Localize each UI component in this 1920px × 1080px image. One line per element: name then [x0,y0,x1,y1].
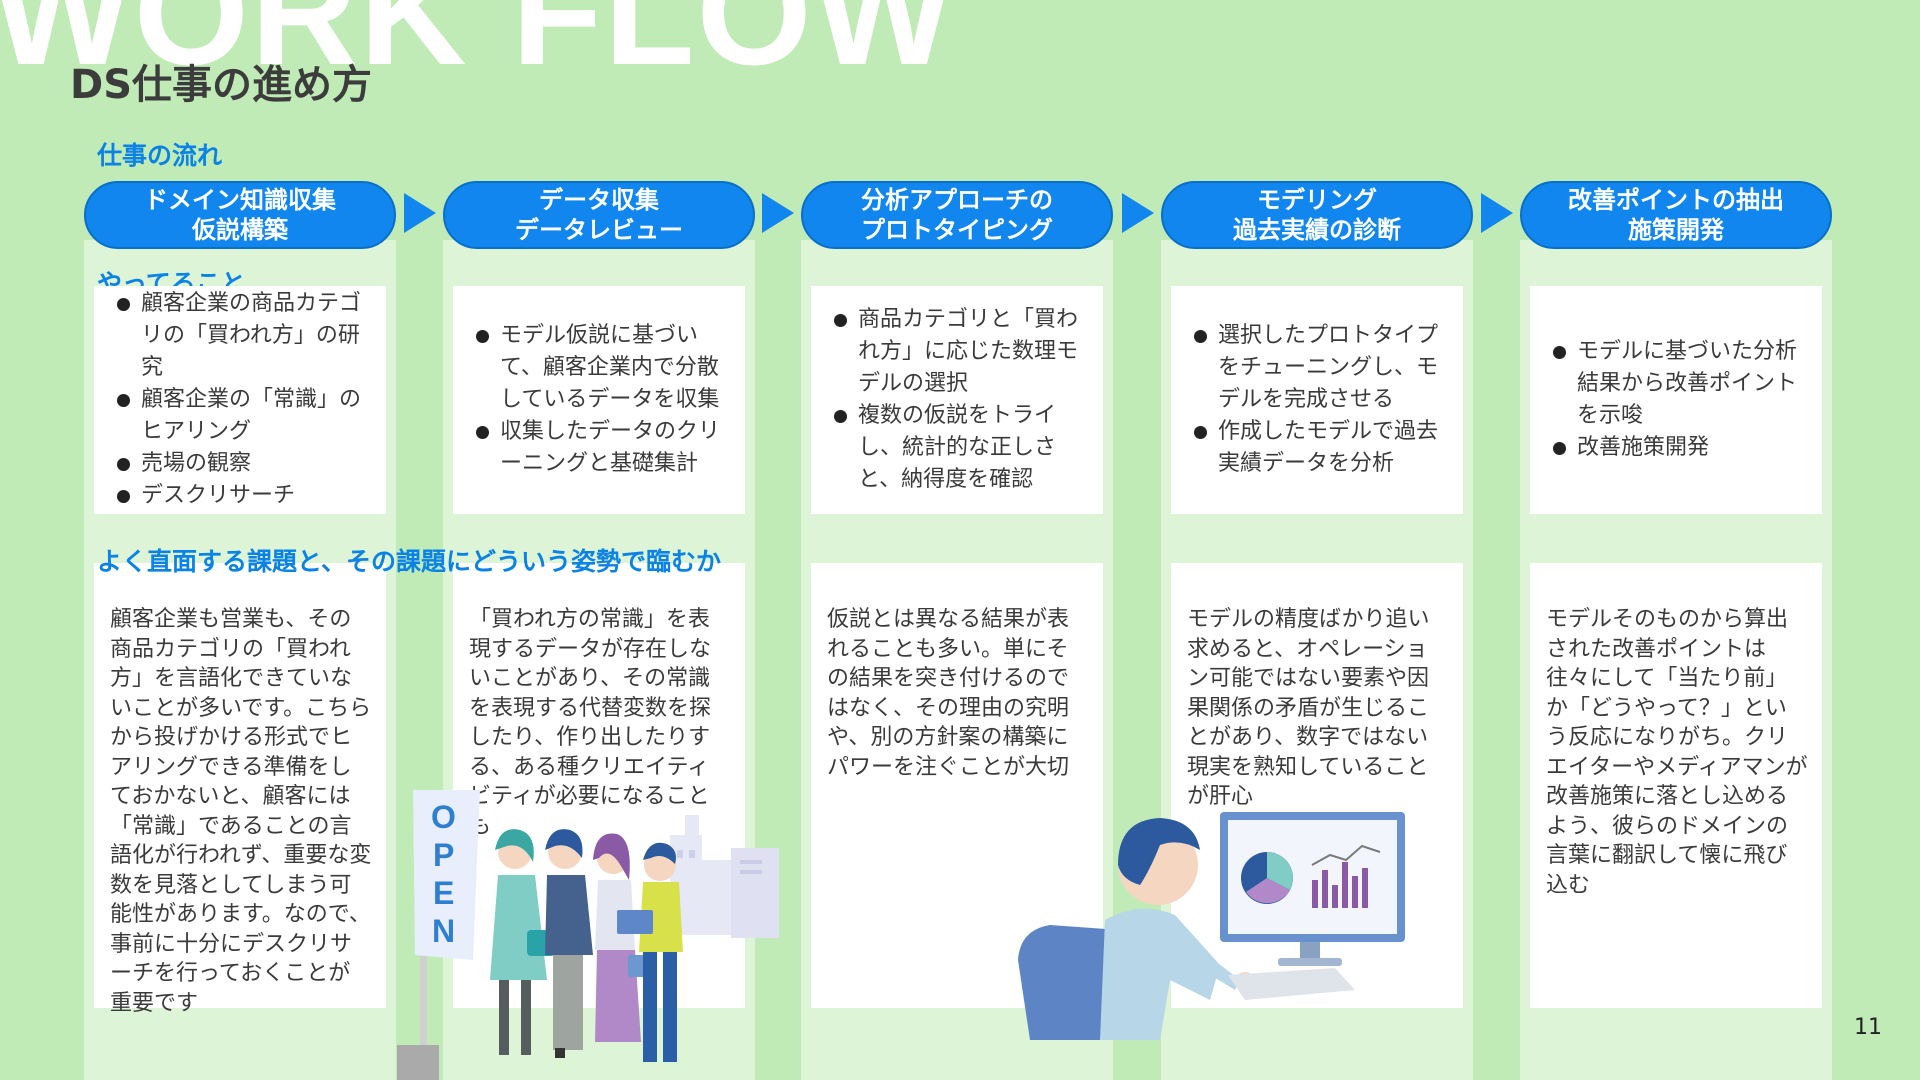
list-item: 複数の仮説をトライし、統計的な正しさと、納得度を確認 [831,400,1093,496]
challenge-box-5: モデルそのものから算出された改善ポイントは往々にして「当たり前」か「どうやって？… [1530,563,1822,1008]
challenge-box-1: 顧客企業も営業も、その商品カテゴリの「買われ方」を言語化できていないことが多いで… [94,563,386,1016]
list-item: 改善施策開発 [1550,432,1812,464]
step-title-line: データレビュー [515,216,683,244]
step-title-line: 改善ポイントの抽出 [1568,186,1784,214]
challenge-text: モデルの精度ばかり追い求めると、オペレーション可能ではない要素や因果関係の矛盾が… [1187,607,1430,809]
page-number: 11 [1854,1015,1882,1040]
doing-list: モデル仮説に基づいて、顧客企業内で分散しているデータを収集 収集したデータのクリ… [473,320,735,480]
doing-box-4: 選択したプロトタイプをチューニングし、モデルを完成させる 作成したモデルで過去実… [1171,286,1463,514]
list-item: デスクリサーチ [114,480,376,512]
list-item: 作成したモデルで過去実績データを分析 [1191,416,1453,480]
challenge-text: 仮説とは異なる結果が表れることも多い。単にその結果を突き付けるのではなく、その理… [827,607,1070,780]
list-item: モデル仮説に基づいて、顧客企業内で分散しているデータを収集 [473,320,735,416]
open-sign-letter: P [433,837,454,873]
open-sign-letter: E [433,875,454,911]
step-header-3: 分析アプローチの プロトタイピング [801,181,1113,249]
analyst-at-computer-illustration [1018,812,1405,1040]
challenge-box-4: モデルの精度ばかり追い求めると、オペレーション可能ではない要素や因果関係の矛盾が… [1171,563,1463,1008]
step-title-line: ドメイン知識収集 [144,186,336,214]
list-item: モデルに基づいた分析結果から改善ポイントを示唆 [1550,336,1812,432]
shopping-people-illustration: O P E N [397,790,779,1080]
step-title-line: プロトタイピング [861,216,1053,244]
step-header-4: モデリング 過去実績の診断 [1161,181,1473,249]
step-header-2: データ収集 データレビュー [443,181,755,249]
step-title-line: モデリング [1257,186,1377,214]
watermark-text: WORK FLOW [0,0,956,96]
doing-box-5: モデルに基づいた分析結果から改善ポイントを示唆 改善施策開発 [1530,286,1822,514]
section-label-flow: 仕事の流れ [97,141,223,170]
step-header-1: ドメイン知識収集 仮説構築 [84,181,396,249]
page-title: DS仕事の進め方 [70,62,373,108]
list-item: 顧客企業の商品カテゴリの「買われ方」の研究 [114,288,376,384]
list-item: 収集したデータのクリーニングと基礎集計 [473,416,735,480]
arrow-right-icon [404,193,436,233]
doing-list: 顧客企業の商品カテゴリの「買われ方」の研究 顧客企業の「常識」のヒアリング 売場… [114,288,376,512]
doing-list: モデルに基づいた分析結果から改善ポイントを示唆 改善施策開発 [1550,336,1812,464]
challenge-text: 「買われ方の常識」を表現するデータが存在しないことがあり、その常識を表現する代替… [469,607,712,839]
doing-box-3: 商品カテゴリと「買われ方」に応じた数理モデルの選択 複数の仮説をトライし、統計的… [811,286,1103,514]
arrow-right-icon [1481,193,1513,233]
step-title-line: 過去実績の診断 [1233,216,1401,244]
arrow-right-icon [762,193,794,233]
challenge-text: 顧客企業も営業も、その商品カテゴリの「買われ方」を言語化できていないことが多いで… [110,607,372,1016]
step-title-line: データ収集 [539,186,659,214]
step-title-line: 仮説構築 [192,216,288,244]
list-item: 商品カテゴリと「買われ方」に応じた数理モデルの選択 [831,304,1093,400]
step-title-line: 施策開発 [1628,216,1724,244]
list-item: 顧客企業の「常識」のヒアリング [114,384,376,448]
doing-list: 選択したプロトタイプをチューニングし、モデルを完成させる 作成したモデルで過去実… [1191,320,1453,480]
doing-list: 商品カテゴリと「買われ方」に応じた数理モデルの選択 複数の仮説をトライし、統計的… [831,304,1093,496]
section-label-challenge: よく直面する課題と、その課題にどういう姿勢で臨むか [97,547,722,576]
doing-box-1: 顧客企業の商品カテゴリの「買われ方」の研究 顧客企業の「常識」のヒアリング 売場… [94,286,386,514]
open-sign-letter: N [432,913,455,949]
doing-box-2: モデル仮説に基づいて、顧客企業内で分散しているデータを収集 収集したデータのクリ… [453,286,745,514]
list-item: 売場の観察 [114,448,376,480]
open-sign-letter: O [431,799,456,835]
step-header-5: 改善ポイントの抽出 施策開発 [1520,181,1832,249]
arrow-right-icon [1122,193,1154,233]
step-title-line: 分析アプローチの [861,186,1053,214]
list-item: 選択したプロトタイプをチューニングし、モデルを完成させる [1191,320,1453,416]
challenge-text: モデルそのものから算出された改善ポイントは往々にして「当たり前」か「どうやって？… [1546,607,1808,898]
